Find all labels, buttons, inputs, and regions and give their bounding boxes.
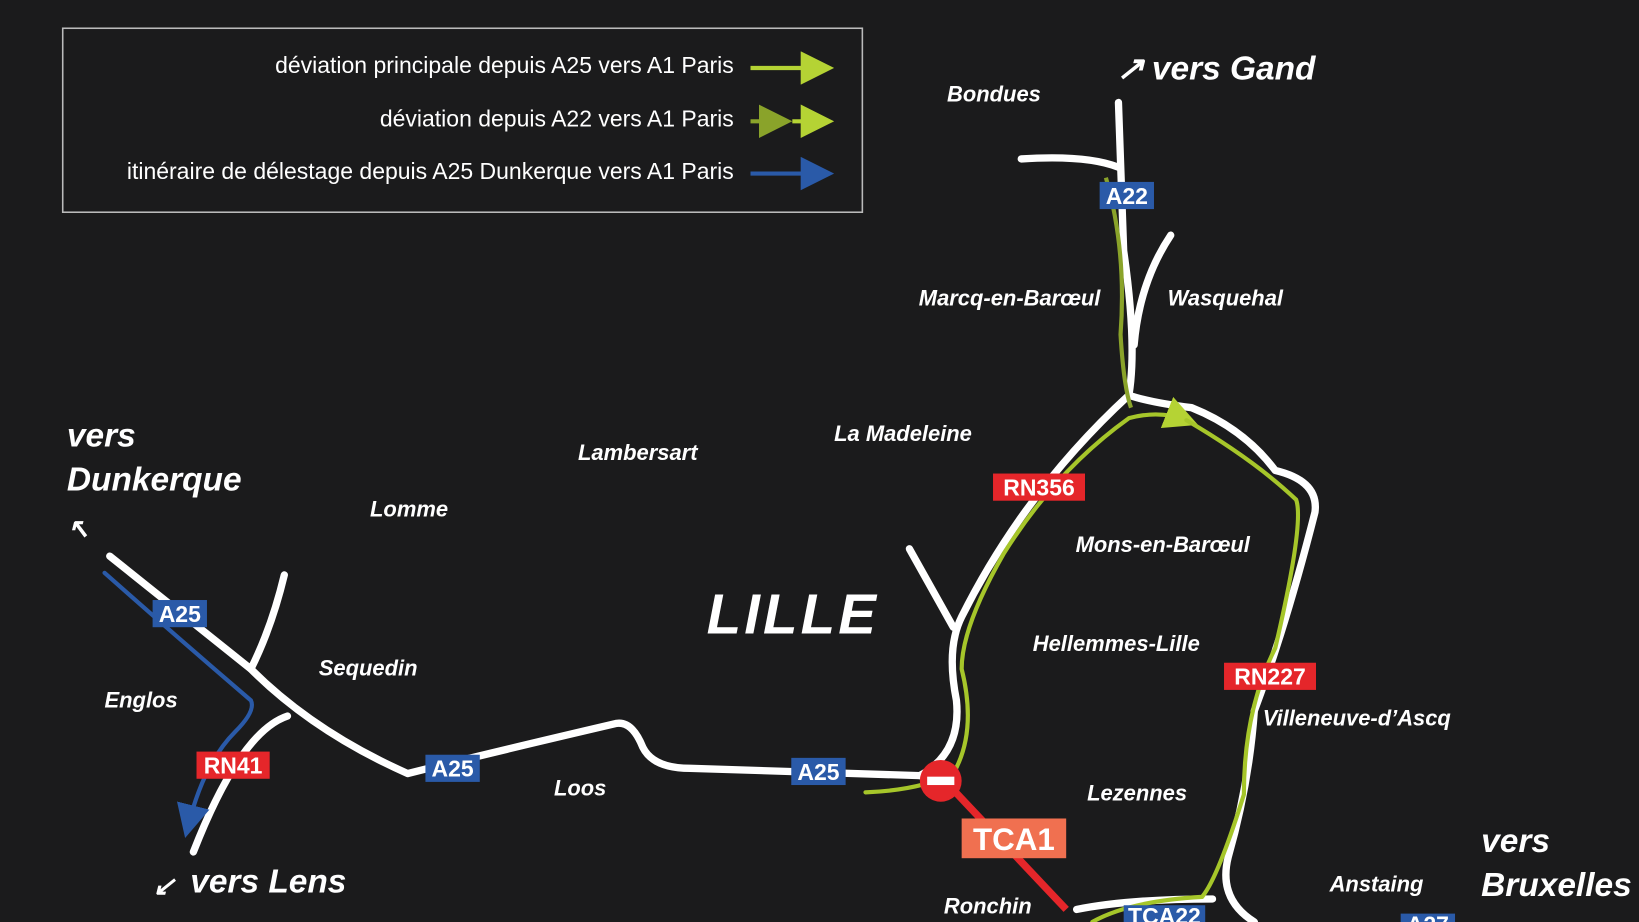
town-label: Loos xyxy=(554,775,606,800)
direction-lens: vers Lens xyxy=(190,864,346,901)
direction-bruxelles-2: Bruxelles xyxy=(1481,867,1632,904)
no-entry-icon xyxy=(919,759,962,802)
direction-arrow-icon: ↗ xyxy=(1116,50,1145,87)
town-label: Lomme xyxy=(370,496,448,521)
town-label: La Madeleine xyxy=(834,421,972,446)
town-label: Lezennes xyxy=(1087,781,1187,806)
legend-delestage: itinéraire de délestage depuis A25 Dunke… xyxy=(127,158,734,184)
direction-gand: vers Gand xyxy=(1152,50,1316,87)
shield-tca1: TCA1 xyxy=(973,822,1055,857)
legend: déviation principale depuis A25 vers A1 … xyxy=(61,27,864,214)
town-label: Villeneuve-d’Ascq xyxy=(1263,705,1452,730)
direction-dunkerque-1: vers xyxy=(67,417,136,454)
shield-a27: A27 xyxy=(1407,911,1449,922)
direction-arrow-icon: ↖ xyxy=(67,512,90,543)
main-deviation-route xyxy=(863,396,1199,795)
shield-a25: A25 xyxy=(159,601,201,627)
shield-rn356: RN356 xyxy=(1003,474,1075,500)
shield-a25: A25 xyxy=(432,756,474,782)
shield-tca22: TCA22 xyxy=(1128,903,1201,922)
town-label: Wasquehal xyxy=(1168,285,1284,310)
town-label: Mons-en-Barœul xyxy=(1076,532,1251,557)
a22-deviation-route xyxy=(1103,177,1133,409)
town-label: Sequedin xyxy=(319,655,418,680)
shield-a22: A22 xyxy=(1106,183,1148,209)
town-label: Bondues xyxy=(947,81,1041,106)
legend-main-deviation: déviation principale depuis A25 vers A1 … xyxy=(275,52,734,78)
town-label: Anstaing xyxy=(1329,872,1424,897)
shield-a25: A25 xyxy=(797,759,839,785)
town-label: Hellemmes-Lille xyxy=(1033,631,1200,656)
direction-bruxelles-1: vers xyxy=(1481,823,1550,860)
shield-rn227: RN227 xyxy=(1234,664,1306,690)
town-label: Marcq-en-Barœul xyxy=(919,285,1102,310)
main-deviation-route-south xyxy=(1090,418,1301,922)
road-shields: A22 A25 A25 A25 RN41 RN356 RN227 TCA1 TC… xyxy=(152,181,1456,922)
town-label: Englos xyxy=(105,688,178,713)
town-labels: Bondues Marcq-en-Barœul Wasquehal La Mad… xyxy=(105,81,1452,918)
shield-rn41: RN41 xyxy=(204,753,263,779)
legend-a22-deviation: déviation depuis A22 vers A1 Paris xyxy=(380,106,734,132)
direction-dunkerque-2: Dunkerque xyxy=(67,461,242,498)
town-label: Ronchin xyxy=(944,894,1032,919)
town-label: Lambersart xyxy=(578,440,699,465)
direction-arrow-icon: ↙ xyxy=(153,870,177,901)
city-label: LILLE xyxy=(707,582,879,645)
